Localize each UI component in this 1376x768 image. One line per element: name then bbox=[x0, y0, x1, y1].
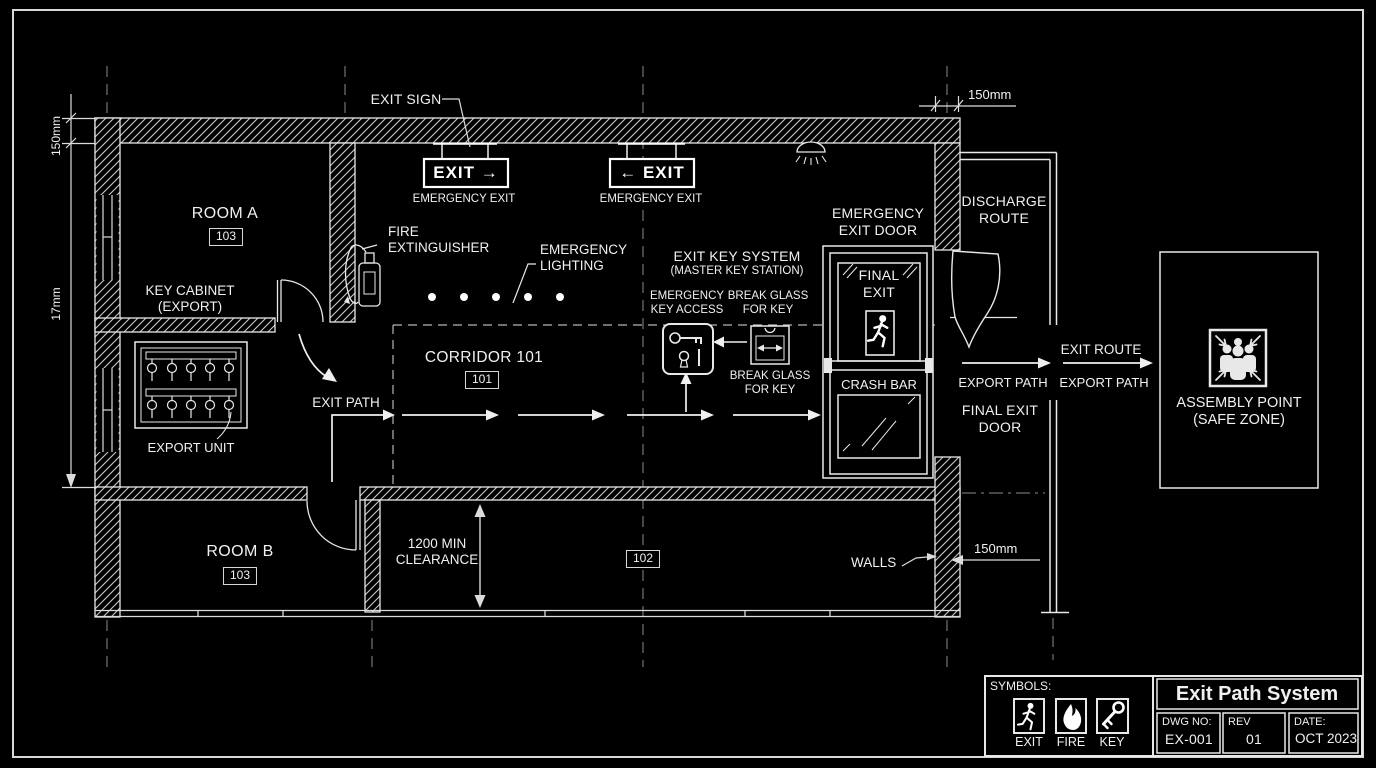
exit-sign-left-caption: EMERGENCY EXIT bbox=[599, 193, 703, 205]
symbol-key-label: KEY bbox=[1099, 735, 1125, 749]
exit-sign-left bbox=[608, 143, 696, 189]
wall-room-b-pier bbox=[364, 499, 381, 613]
wall-top bbox=[94, 117, 961, 144]
dim-top-left: 150mm bbox=[49, 115, 63, 157]
symbol-fire-label: FIRE bbox=[1056, 735, 1086, 749]
key-access-label: EMERGENCY KEY ACCESS bbox=[649, 290, 725, 316]
assembly-point-label: ASSEMBLY POINT (SAFE ZONE) bbox=[1176, 395, 1302, 429]
key-row-1 bbox=[146, 359, 235, 381]
wall-bottom bbox=[95, 609, 960, 618]
key-cabinet-label: KEY CABINET (EXPORT) bbox=[145, 283, 235, 314]
symbols-label: SYMBOLS: bbox=[990, 679, 1052, 693]
assembly-point-zone bbox=[1159, 251, 1319, 489]
dim-top-right: 150mm bbox=[968, 87, 1012, 102]
fire-extinguisher-icon bbox=[344, 244, 381, 307]
key-cabinet bbox=[134, 341, 248, 440]
dwg-no-value: EX-001 bbox=[1165, 731, 1213, 747]
exit-sign-right-caption: EMERGENCY EXIT bbox=[412, 193, 516, 205]
break-glass-label-top: BREAK GLASS FOR KEY bbox=[727, 290, 809, 316]
exit-path-arrows bbox=[298, 333, 1153, 482]
rev-label: REV bbox=[1228, 716, 1251, 728]
wall-mid-right bbox=[359, 486, 961, 501]
running-man-sign bbox=[865, 310, 895, 356]
date-value: OCT 2023 bbox=[1295, 731, 1358, 746]
exit-sign-right bbox=[422, 143, 510, 189]
room-a-number: 103 bbox=[208, 228, 244, 246]
sheet-border bbox=[12, 9, 1364, 758]
export-path-label-1: EXPORT PATH bbox=[958, 375, 1048, 390]
title-block bbox=[984, 675, 1363, 757]
room-a-door bbox=[276, 279, 324, 323]
emergency-lighting-icons bbox=[428, 263, 564, 304]
area-number: 102 bbox=[625, 550, 661, 568]
clearance-label: 1200 MIN CLEARANCE bbox=[395, 536, 479, 567]
wall-mid-left bbox=[94, 486, 308, 501]
symbol-exit-label: EXIT bbox=[1015, 735, 1043, 749]
key-system-subtitle: (MASTER KEY STATION) bbox=[670, 265, 804, 277]
final-exit-door-swing bbox=[950, 250, 1001, 349]
walls-label: WALLS bbox=[851, 555, 897, 570]
rev-value: 01 bbox=[1246, 731, 1262, 747]
fire-symbol-box bbox=[1055, 698, 1087, 734]
wall-right-lower bbox=[934, 456, 961, 618]
corridor-label: CORRIDOR 101 bbox=[424, 349, 544, 366]
people-icon bbox=[1220, 338, 1256, 380]
key-system-title: EXIT KEY SYSTEM bbox=[673, 248, 801, 264]
emergency-lighting-label: EMERGENCY LIGHTING bbox=[540, 242, 628, 273]
fire-extinguisher-label: FIRE EXTINGUISHER bbox=[388, 224, 490, 255]
emergency-exit-door-label: EMERGENCY EXIT DOOR bbox=[831, 205, 925, 238]
date-label: DATE: bbox=[1294, 716, 1326, 728]
key-access-panel bbox=[662, 323, 714, 375]
room-b-number: 103 bbox=[222, 567, 258, 585]
ceiling-light-icon bbox=[795, 141, 827, 165]
room-b-label: ROOM B bbox=[206, 543, 274, 560]
key-row-2 bbox=[146, 396, 235, 418]
corridor-number: 101 bbox=[464, 371, 500, 389]
drawing-title: Exit Path System bbox=[1175, 683, 1339, 705]
key-symbol-box bbox=[1096, 698, 1129, 734]
dwg-no-label: DWG NO: bbox=[1162, 716, 1212, 728]
key-symbol-icon bbox=[1102, 701, 1125, 730]
break-glass-box bbox=[750, 325, 790, 365]
exit-sign-left-text: ← EXIT bbox=[619, 163, 685, 182]
exit-symbol-box bbox=[1013, 698, 1045, 734]
wall-below-room-a bbox=[94, 317, 276, 333]
final-exit-label: FINAL EXIT bbox=[858, 267, 900, 300]
final-exit-door-label: FINAL EXIT DOOR bbox=[961, 402, 1039, 435]
export-path-label-2: EXPORT PATH bbox=[1059, 375, 1149, 390]
dim-left: 17mm bbox=[49, 287, 63, 321]
exit-sign-callout: EXIT SIGN bbox=[370, 91, 442, 107]
dim-wall: 150mm bbox=[974, 541, 1018, 556]
export-unit-label: EXPORT UNIT bbox=[147, 440, 235, 455]
break-glass-label-bottom: BREAK GLASS FOR KEY bbox=[729, 370, 811, 396]
exit-path-label: EXIT PATH bbox=[312, 395, 380, 410]
room-a-label: ROOM A bbox=[191, 205, 259, 222]
fire-symbol-icon bbox=[1063, 704, 1082, 730]
left-wall-windows bbox=[96, 195, 119, 452]
crash-bar-label: CRASH BAR bbox=[841, 377, 917, 392]
discharge-route-walls bbox=[950, 151, 1069, 614]
wall-room-a-corridor bbox=[329, 142, 356, 323]
keyhole-icon bbox=[678, 350, 690, 362]
dimension-lines bbox=[62, 94, 1040, 608]
wall-left bbox=[94, 117, 121, 618]
room-b-door bbox=[306, 500, 361, 551]
emergency-exit-door bbox=[822, 245, 934, 479]
exit-sign-right-text: EXIT → bbox=[433, 163, 499, 182]
wall-right-upper bbox=[934, 142, 961, 251]
exit-route-label: EXIT ROUTE bbox=[1060, 342, 1142, 357]
crash-bar bbox=[824, 358, 933, 373]
discharge-route-label: DISCHARGE ROUTE bbox=[961, 193, 1047, 226]
break-glass-arrow bbox=[713, 336, 747, 348]
